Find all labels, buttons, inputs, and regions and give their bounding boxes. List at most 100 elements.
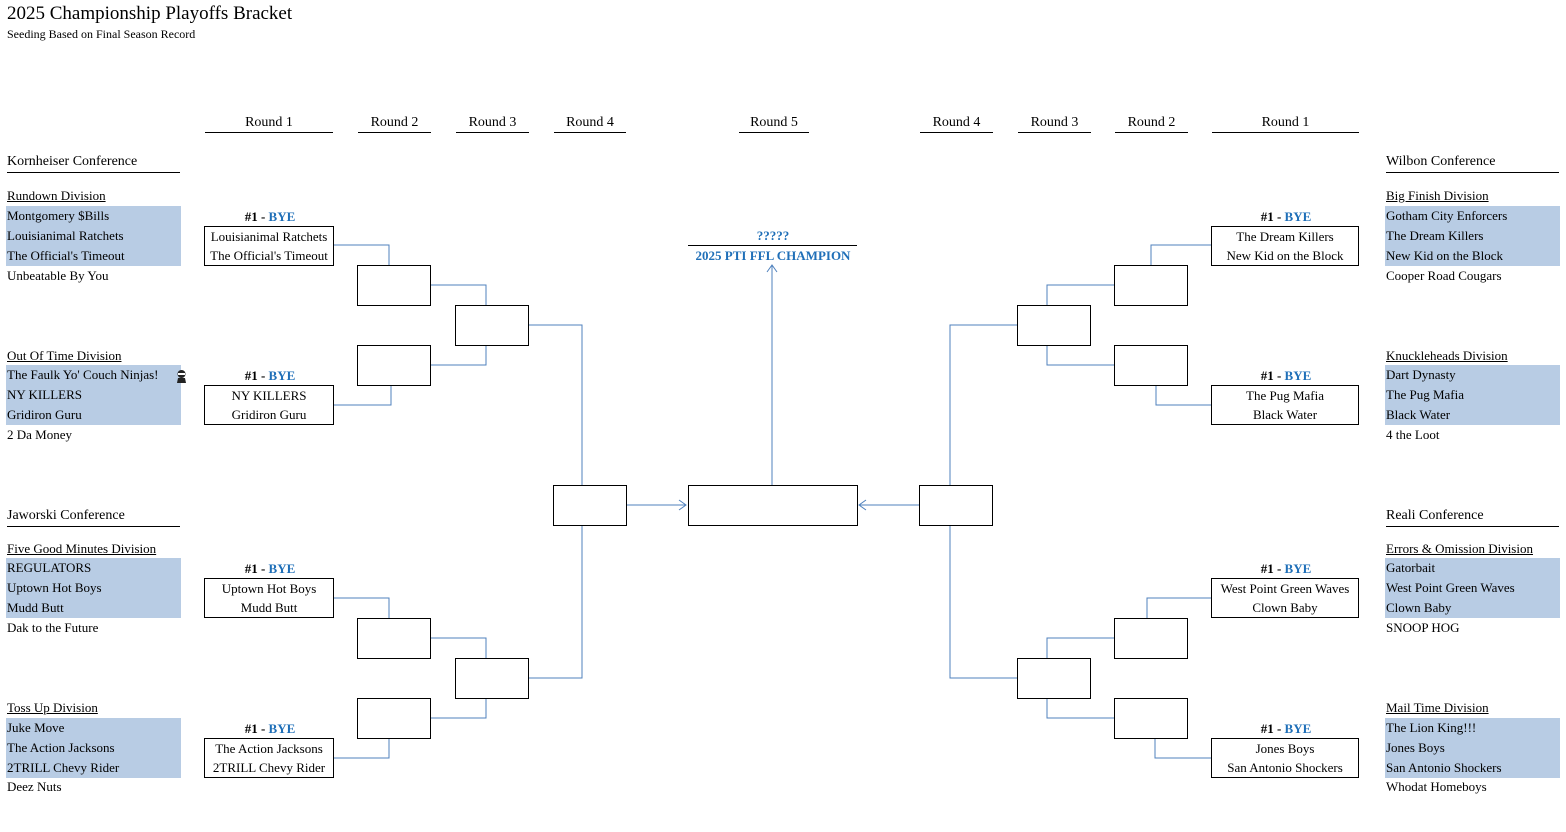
division-toss-up: Toss Up Division bbox=[7, 700, 98, 715]
team-seed-4: 4 the Loot bbox=[1386, 427, 1440, 442]
team-seed-2: West Point Green Waves bbox=[1385, 578, 1560, 598]
conference-wilbon: Wilbon Conference bbox=[1386, 152, 1559, 173]
division-out-of-time: Out Of Time Division bbox=[7, 348, 122, 363]
team-seed-4: Deez Nuts bbox=[7, 779, 62, 794]
matchup-team: Uptown Hot Boys bbox=[221, 581, 317, 596]
matchup-box[interactable]: NY KILLERS Gridiron Guru bbox=[204, 385, 334, 425]
division-errors-omission: Errors & Omission Division bbox=[1386, 541, 1533, 556]
team-seed-4: Unbeatable By You bbox=[7, 268, 109, 283]
round2-slot[interactable] bbox=[1114, 265, 1188, 306]
bye-label: #1 - BYE bbox=[244, 721, 296, 736]
matchup-team: Mudd Butt bbox=[240, 600, 298, 615]
team-seed-4: Whodat Homeboys bbox=[1386, 779, 1487, 794]
round-header-center-5: Round 5 bbox=[739, 114, 809, 133]
team-seed-3: Gridiron Guru bbox=[6, 405, 181, 425]
conference-reali: Reali Conference bbox=[1386, 506, 1559, 527]
matchup-team: Jones Boys bbox=[1255, 741, 1315, 756]
round3-slot[interactable] bbox=[1017, 658, 1091, 699]
team-seed-2: Jones Boys bbox=[1385, 738, 1560, 758]
team-seed-3: Black Water bbox=[1385, 405, 1560, 425]
matchup-team: The Action Jacksons bbox=[215, 741, 323, 756]
round4-slot[interactable] bbox=[553, 485, 627, 526]
round2-slot[interactable] bbox=[1114, 345, 1188, 386]
round3-slot[interactable] bbox=[455, 658, 529, 699]
team-seed-2: Louisianimal Ratchets bbox=[6, 226, 181, 246]
page-subtitle: Seeding Based on Final Season Record bbox=[7, 27, 196, 41]
matchup-box[interactable]: The Dream Killers New Kid on the Block bbox=[1211, 226, 1359, 266]
round-header-left-2: Round 2 bbox=[358, 114, 431, 133]
team-seed-1: Juke Move bbox=[6, 718, 181, 738]
round-header-right-4: Round 4 bbox=[920, 114, 993, 133]
matchup-team: The Dream Killers bbox=[1236, 229, 1334, 244]
team-seed-2: NY KILLERS bbox=[6, 385, 181, 405]
matchup-team: Gridiron Guru bbox=[231, 407, 307, 422]
matchup-team: NY KILLERS bbox=[231, 388, 307, 403]
team-seed-4: Cooper Road Cougars bbox=[1386, 268, 1502, 283]
bye-label: #1 - BYE bbox=[244, 209, 296, 224]
team-seed-2: The Action Jacksons bbox=[6, 738, 181, 758]
round4-slot[interactable] bbox=[919, 485, 993, 526]
round-header-left-3: Round 3 bbox=[456, 114, 529, 133]
round-header-left-1: Round 1 bbox=[205, 114, 333, 133]
round-header-right-2: Round 2 bbox=[1115, 114, 1188, 133]
round2-slot[interactable] bbox=[357, 618, 431, 659]
team-seed-3: 2TRILL Chevy Rider bbox=[6, 758, 181, 778]
division-five-good-minutes: Five Good Minutes Division bbox=[7, 541, 157, 556]
team-seed-4: 2 Da Money bbox=[7, 427, 72, 442]
team-seed-1: Gatorbait bbox=[1385, 558, 1560, 578]
team-seed-1: REGULATORS bbox=[6, 558, 181, 578]
matchup-team: San Antonio Shockers bbox=[1227, 760, 1343, 775]
team-seed-2: Uptown Hot Boys bbox=[6, 578, 181, 598]
team-seed-3: New Kid on the Block bbox=[1385, 246, 1560, 266]
matchup-team: West Point Green Waves bbox=[1220, 581, 1350, 596]
matchup-box[interactable]: The Pug Mafia Black Water bbox=[1211, 385, 1359, 425]
team-seed-2: The Dream Killers bbox=[1385, 226, 1560, 246]
team-seed-1: Montgomery $Bills bbox=[6, 206, 181, 226]
matchup-box[interactable]: The Action Jacksons 2TRILL Chevy Rider bbox=[204, 738, 334, 778]
matchup-team: 2TRILL Chevy Rider bbox=[212, 760, 326, 775]
round-header-right-3: Round 3 bbox=[1018, 114, 1091, 133]
matchup-box[interactable]: West Point Green Waves Clown Baby bbox=[1211, 578, 1359, 618]
team-seed-1: Dart Dynasty bbox=[1385, 365, 1560, 385]
conference-jaworski: Jaworski Conference bbox=[7, 506, 180, 527]
champion-label: 2025 PTI FFL CHAMPION bbox=[695, 248, 851, 263]
matchup-team: The Pug Mafia bbox=[1246, 388, 1324, 403]
round2-slot[interactable] bbox=[357, 698, 431, 739]
ninja-icon bbox=[177, 370, 186, 383]
bye-label: #1 - BYE bbox=[244, 368, 296, 383]
bye-label: #1 - BYE bbox=[1260, 721, 1312, 736]
matchup-team: Clown Baby bbox=[1252, 600, 1318, 615]
team-seed-2: The Pug Mafia bbox=[1385, 385, 1560, 405]
round3-slot[interactable] bbox=[1017, 305, 1091, 346]
page-title: 2025 Championship Playoffs Bracket bbox=[7, 3, 293, 24]
round2-slot[interactable] bbox=[1114, 698, 1188, 739]
round-header-right-1: Round 1 bbox=[1212, 114, 1359, 133]
champion-name: ????? bbox=[756, 228, 790, 243]
bye-label: #1 - BYE bbox=[1260, 368, 1312, 383]
team-seed-4: Dak to the Future bbox=[7, 620, 99, 635]
matchup-team: New Kid on the Block bbox=[1226, 248, 1344, 263]
team-seed-3: San Antonio Shockers bbox=[1385, 758, 1560, 778]
matchup-box[interactable]: Jones Boys San Antonio Shockers bbox=[1211, 738, 1359, 778]
round2-slot[interactable] bbox=[357, 345, 431, 386]
conference-kornheiser: Kornheiser Conference bbox=[7, 152, 180, 173]
round2-slot[interactable] bbox=[357, 265, 431, 306]
team-seed-3: Mudd Butt bbox=[6, 598, 181, 618]
division-big-finish: Big Finish Division bbox=[1386, 188, 1489, 203]
bye-label: #1 - BYE bbox=[1260, 209, 1312, 224]
team-seed-3: Clown Baby bbox=[1385, 598, 1560, 618]
matchup-box[interactable]: Uptown Hot Boys Mudd Butt bbox=[204, 578, 334, 618]
bye-label: #1 - BYE bbox=[244, 561, 296, 576]
matchup-box[interactable]: Louisianimal Ratchets The Official's Tim… bbox=[204, 226, 334, 266]
final-slot[interactable] bbox=[688, 485, 858, 526]
round3-slot[interactable] bbox=[455, 305, 529, 346]
matchup-team: Black Water bbox=[1252, 407, 1318, 422]
round-header-left-4: Round 4 bbox=[554, 114, 626, 133]
team-seed-1: The Lion King!!! bbox=[1385, 718, 1560, 738]
matchup-team: The Official's Timeout bbox=[210, 248, 328, 263]
bye-label: #1 - BYE bbox=[1260, 561, 1312, 576]
team-seed-1: Gotham City Enforcers bbox=[1385, 206, 1560, 226]
round2-slot[interactable] bbox=[1114, 618, 1188, 659]
team-seed-3: The Official's Timeout bbox=[6, 246, 181, 266]
